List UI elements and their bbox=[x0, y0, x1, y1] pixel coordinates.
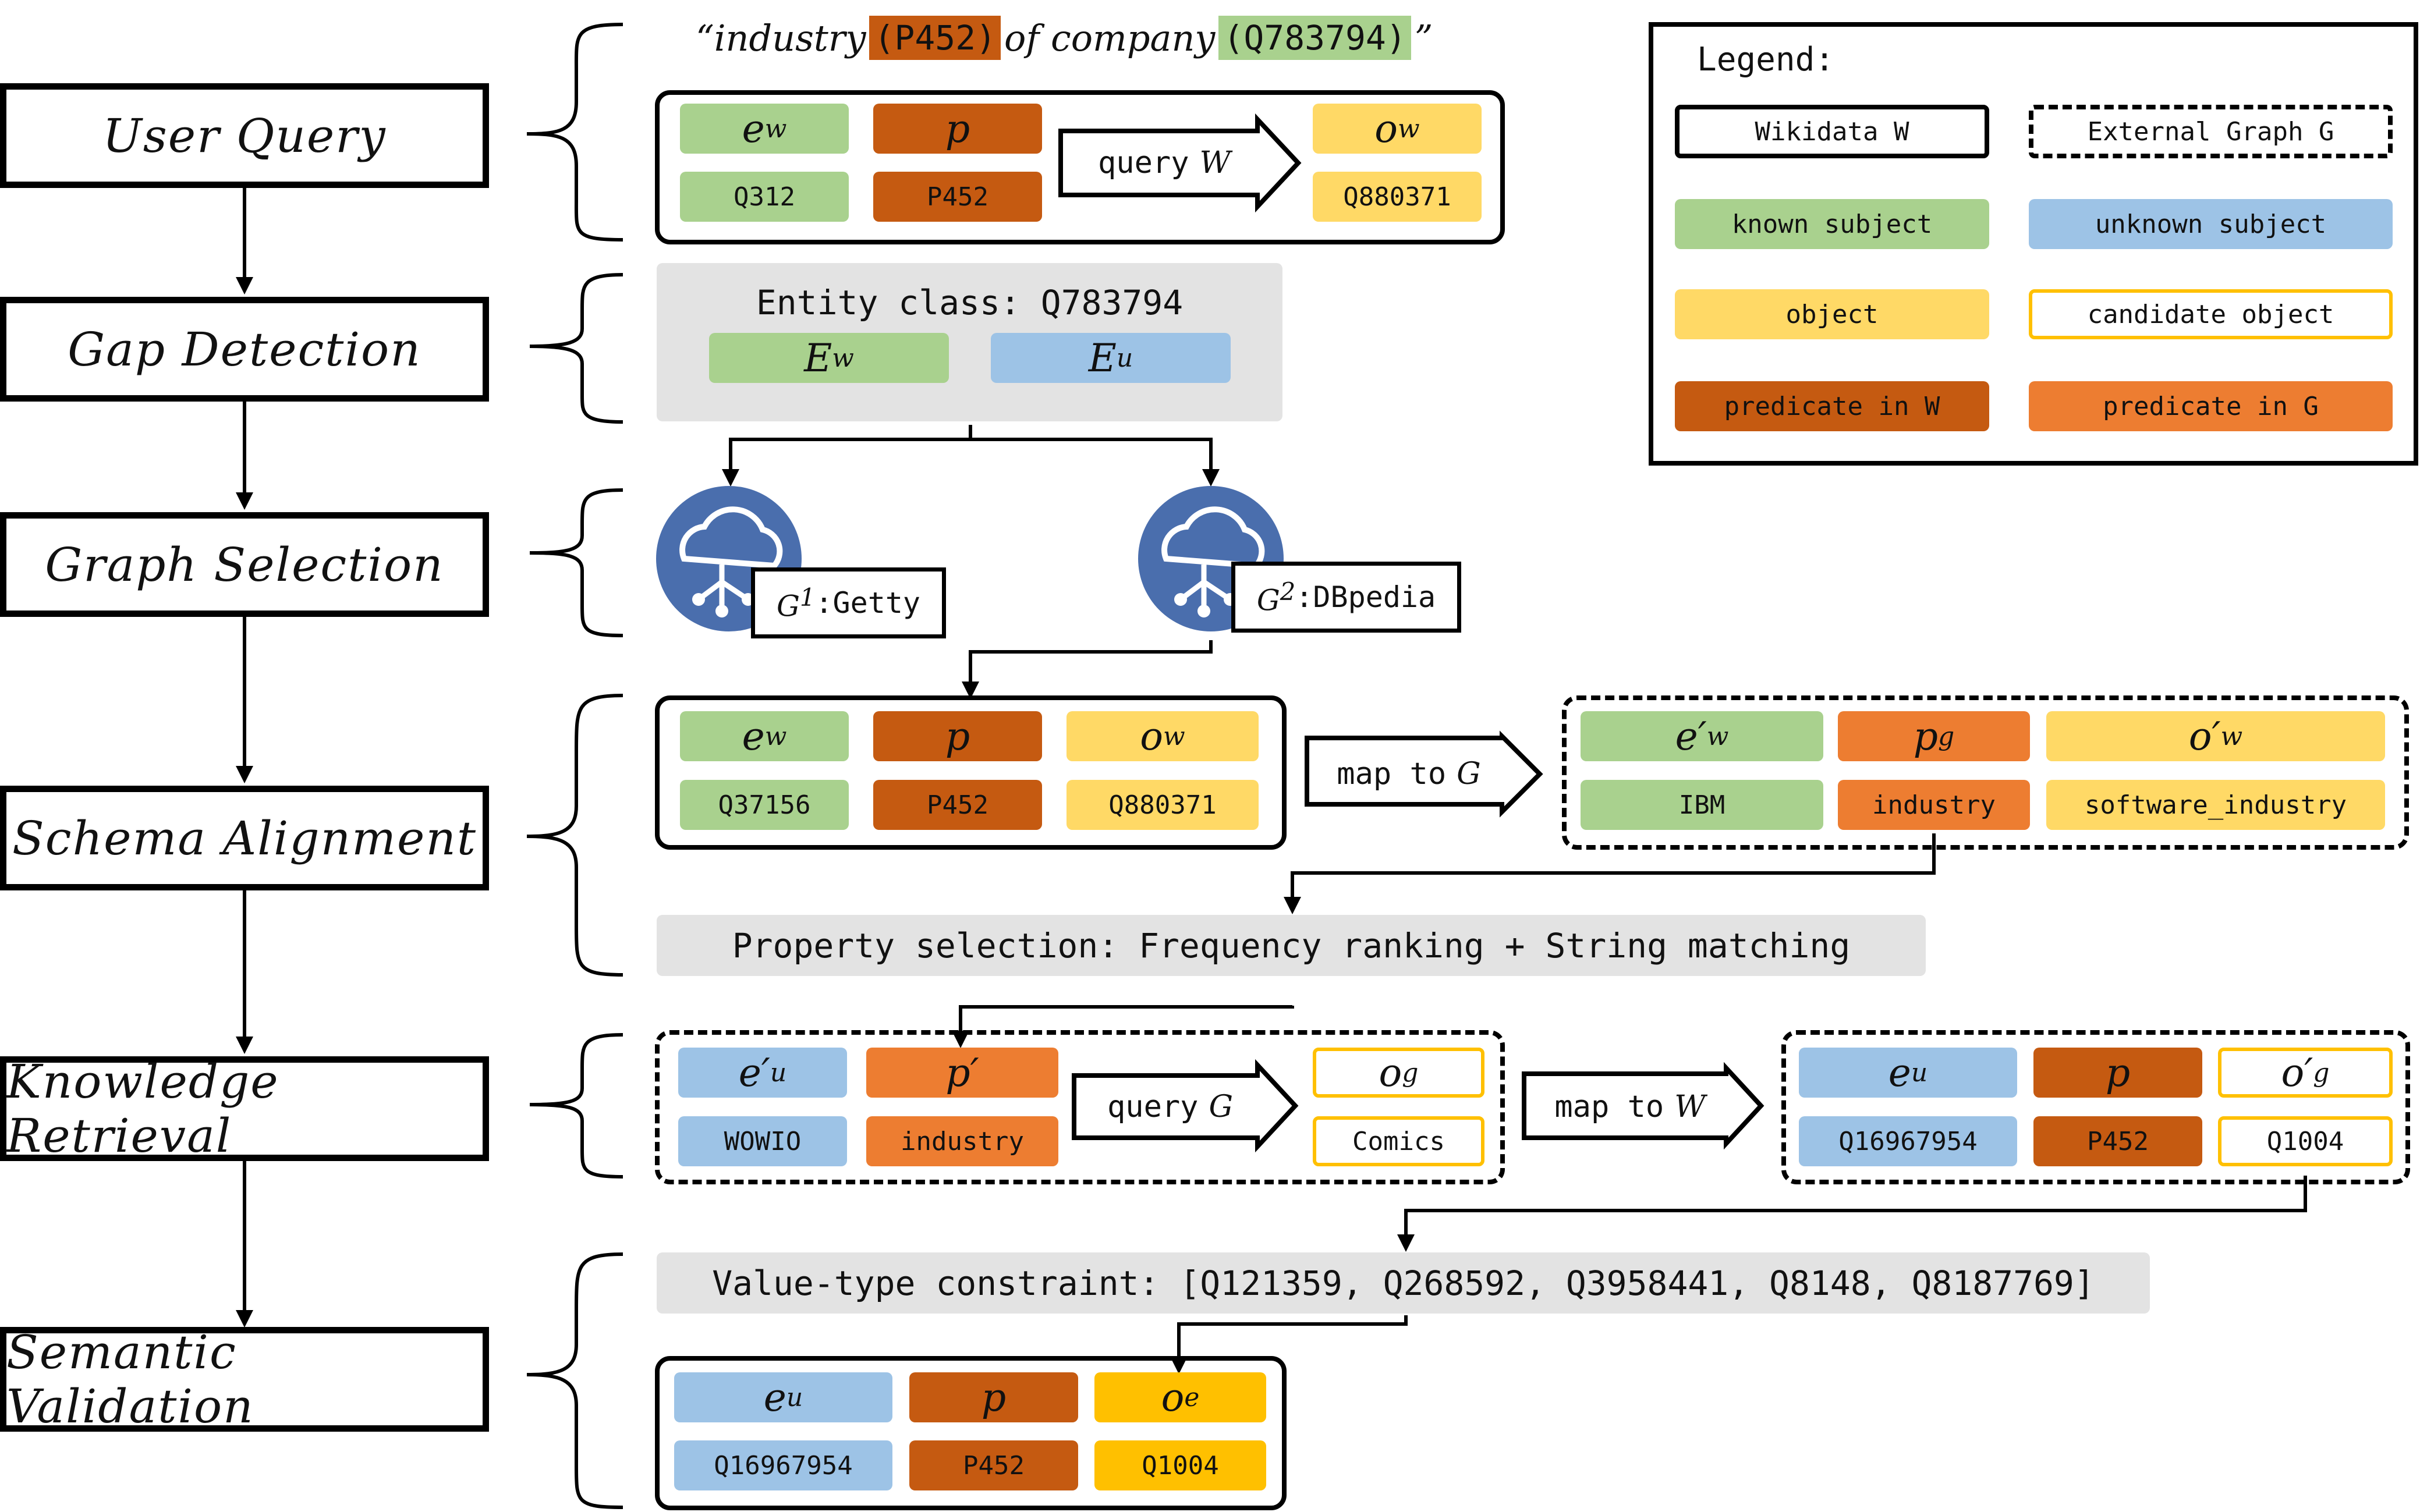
stage-label: Knowledge Retrieval bbox=[6, 1055, 279, 1163]
user-query-triple bbox=[655, 90, 1505, 244]
ow-value: Q880371 bbox=[1066, 780, 1259, 830]
map-to-g-arrow bbox=[1305, 730, 1543, 818]
dbpedia-graph-label[interactable]: G2:DBpedia bbox=[1231, 562, 1461, 633]
getty-graph-label[interactable]: G1:Getty bbox=[751, 567, 946, 638]
query-entity-highlight: (Q783794) bbox=[1218, 16, 1411, 60]
stage-user-query: User Query bbox=[0, 83, 489, 188]
p-value: P452 bbox=[873, 172, 1042, 222]
query-sentence: “industry (P452) of company (Q783794) ” bbox=[696, 12, 1433, 64]
ext-o-value: software_industry bbox=[2046, 780, 2385, 830]
og-value: Comics bbox=[1313, 1116, 1484, 1166]
query-g-arrow bbox=[1072, 1059, 1299, 1153]
oe-value: Q1004 bbox=[1094, 1440, 1266, 1490]
stage-graph-selection: Graph Selection bbox=[0, 512, 489, 617]
ew-value: Q312 bbox=[680, 172, 849, 222]
eu-value: Q16967954 bbox=[674, 1440, 892, 1490]
p-symbol: p bbox=[873, 104, 1042, 154]
legend-wikidata: Wikidata W bbox=[1675, 105, 1989, 158]
value-type-constraint-bar: Value-type constraint: [Q121359, Q268592… bbox=[657, 1252, 2150, 1314]
p-value: P452 bbox=[873, 780, 1042, 830]
p-value: industry bbox=[866, 1116, 1058, 1166]
schema-external-triple bbox=[1562, 695, 2409, 850]
stage-label: Schema Alignment bbox=[12, 811, 477, 865]
legend-box bbox=[1649, 22, 2418, 466]
schema-wikidata-triple bbox=[655, 695, 1287, 850]
legend-unknown-subject: unknown subject bbox=[2029, 199, 2393, 249]
route-arrows bbox=[722, 425, 2307, 1374]
eu-value: Q16967954 bbox=[1799, 1116, 2017, 1166]
map-to-w-arrow bbox=[1522, 1062, 1764, 1150]
legend-external-graph: External Graph G bbox=[2029, 105, 2393, 158]
p-symbol: p bbox=[909, 1372, 1078, 1422]
stage-gap-detection: Gap Detection bbox=[0, 297, 489, 402]
stage-schema-alignment: Schema Alignment bbox=[0, 786, 489, 890]
p-prime-symbol: p′ bbox=[866, 1048, 1058, 1098]
p-value: P452 bbox=[909, 1440, 1078, 1490]
og2-value: Q1004 bbox=[2218, 1116, 2393, 1166]
ew-value: Q37156 bbox=[680, 780, 849, 830]
ow-value: Q880371 bbox=[1313, 172, 1482, 222]
validated-triple bbox=[655, 1356, 1287, 1510]
entity-class-title: Entity class: Q783794 bbox=[756, 283, 1184, 322]
pw-value: P452 bbox=[2033, 1116, 2202, 1166]
stage-semantic-validation: Semantic Validation bbox=[0, 1325, 489, 1433]
stage-label: Gap Detection bbox=[68, 322, 421, 377]
arrow-shapes bbox=[1058, 113, 1764, 1153]
stage-label: Graph Selection bbox=[45, 537, 444, 592]
retrieval-wikidata-triple bbox=[1781, 1030, 2410, 1184]
legend-title: Legend: bbox=[1697, 41, 1835, 79]
ext-e-value: IBM bbox=[1581, 780, 1823, 830]
query-predicate-highlight: (P452) bbox=[869, 16, 1001, 60]
legend-candidate-object: candidate object bbox=[2029, 289, 2393, 339]
legend-object: object bbox=[1675, 289, 1989, 339]
p-symbol: p bbox=[873, 711, 1042, 761]
ext-p-value: industry bbox=[1838, 780, 2030, 830]
eu-prime-symbol: e′u bbox=[678, 1048, 847, 1098]
legend-predicate-w: predicate in W bbox=[1675, 381, 1989, 431]
query-text-part: ” bbox=[1414, 16, 1433, 59]
ew-prime-symbol: e′w bbox=[1581, 711, 1823, 761]
query-w-arrow bbox=[1058, 113, 1302, 213]
legend-predicate-g: predicate in G bbox=[2029, 381, 2393, 431]
stage-knowledge-retrieval: Knowledge Retrieval bbox=[0, 1055, 489, 1163]
og-prime-symbol: o′g bbox=[2218, 1048, 2393, 1098]
retrieval-external-triple bbox=[655, 1030, 1505, 1184]
stage-label: User Query bbox=[102, 108, 387, 163]
property-selection-bar: Property selection: Frequency ranking + … bbox=[657, 915, 1926, 976]
query-text-part: “industry bbox=[696, 16, 866, 59]
e-value: WOWIO bbox=[678, 1116, 847, 1166]
query-text-part: of company bbox=[1004, 16, 1216, 59]
legend-known-subject: known subject bbox=[1675, 199, 1989, 249]
stage-label: Semantic Validation bbox=[6, 1325, 254, 1433]
curly-braces bbox=[526, 23, 623, 1509]
ow-prime-symbol: o′w bbox=[2046, 711, 2385, 761]
p-symbol: p bbox=[2033, 1048, 2202, 1098]
